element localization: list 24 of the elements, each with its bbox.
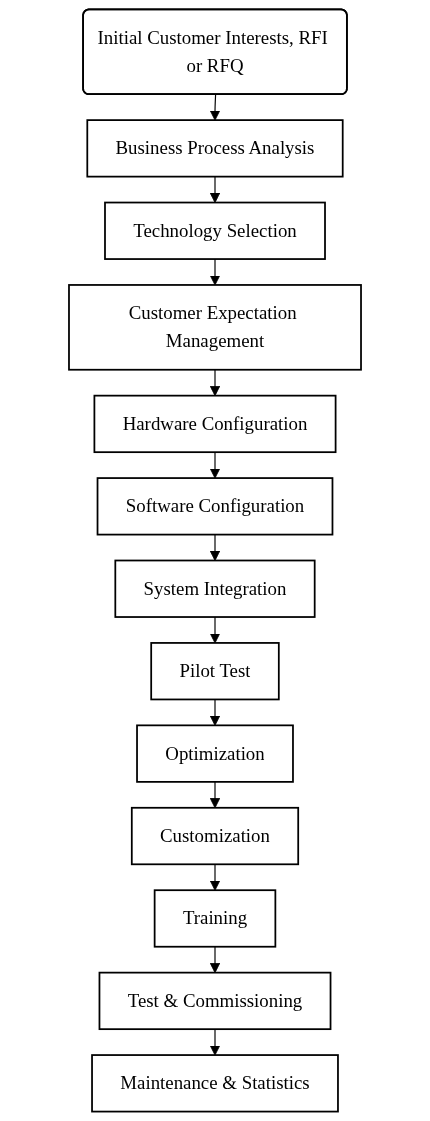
arrow (209, 781, 221, 809)
arrow (209, 176, 221, 203)
node-box: Technology Selection (104, 201, 326, 260)
arrow (209, 863, 221, 891)
arrow (209, 94, 221, 121)
arrow (209, 1028, 221, 1056)
arrow (209, 258, 221, 286)
arrow (209, 946, 221, 974)
node-box: Software Configuration (96, 477, 334, 536)
arrow (209, 534, 221, 561)
node-box: Pilot Test (150, 642, 280, 701)
node-box: Business Process Analysis (86, 119, 344, 178)
arrow (209, 698, 221, 726)
node-box: Hardware Configuration (93, 394, 337, 454)
node-box: Customer Expectation Management (68, 284, 362, 371)
node-box: Maintenance & Statistics (91, 1054, 339, 1113)
node-box: Optimization (136, 724, 294, 783)
node-box: System Integration (114, 559, 316, 618)
node-box: Test & Commissioning (98, 971, 332, 1031)
arrow (209, 616, 221, 644)
node-box: Customization (130, 806, 300, 866)
arrow (209, 369, 221, 397)
node-box: Training (153, 889, 277, 948)
arrow (209, 451, 221, 479)
